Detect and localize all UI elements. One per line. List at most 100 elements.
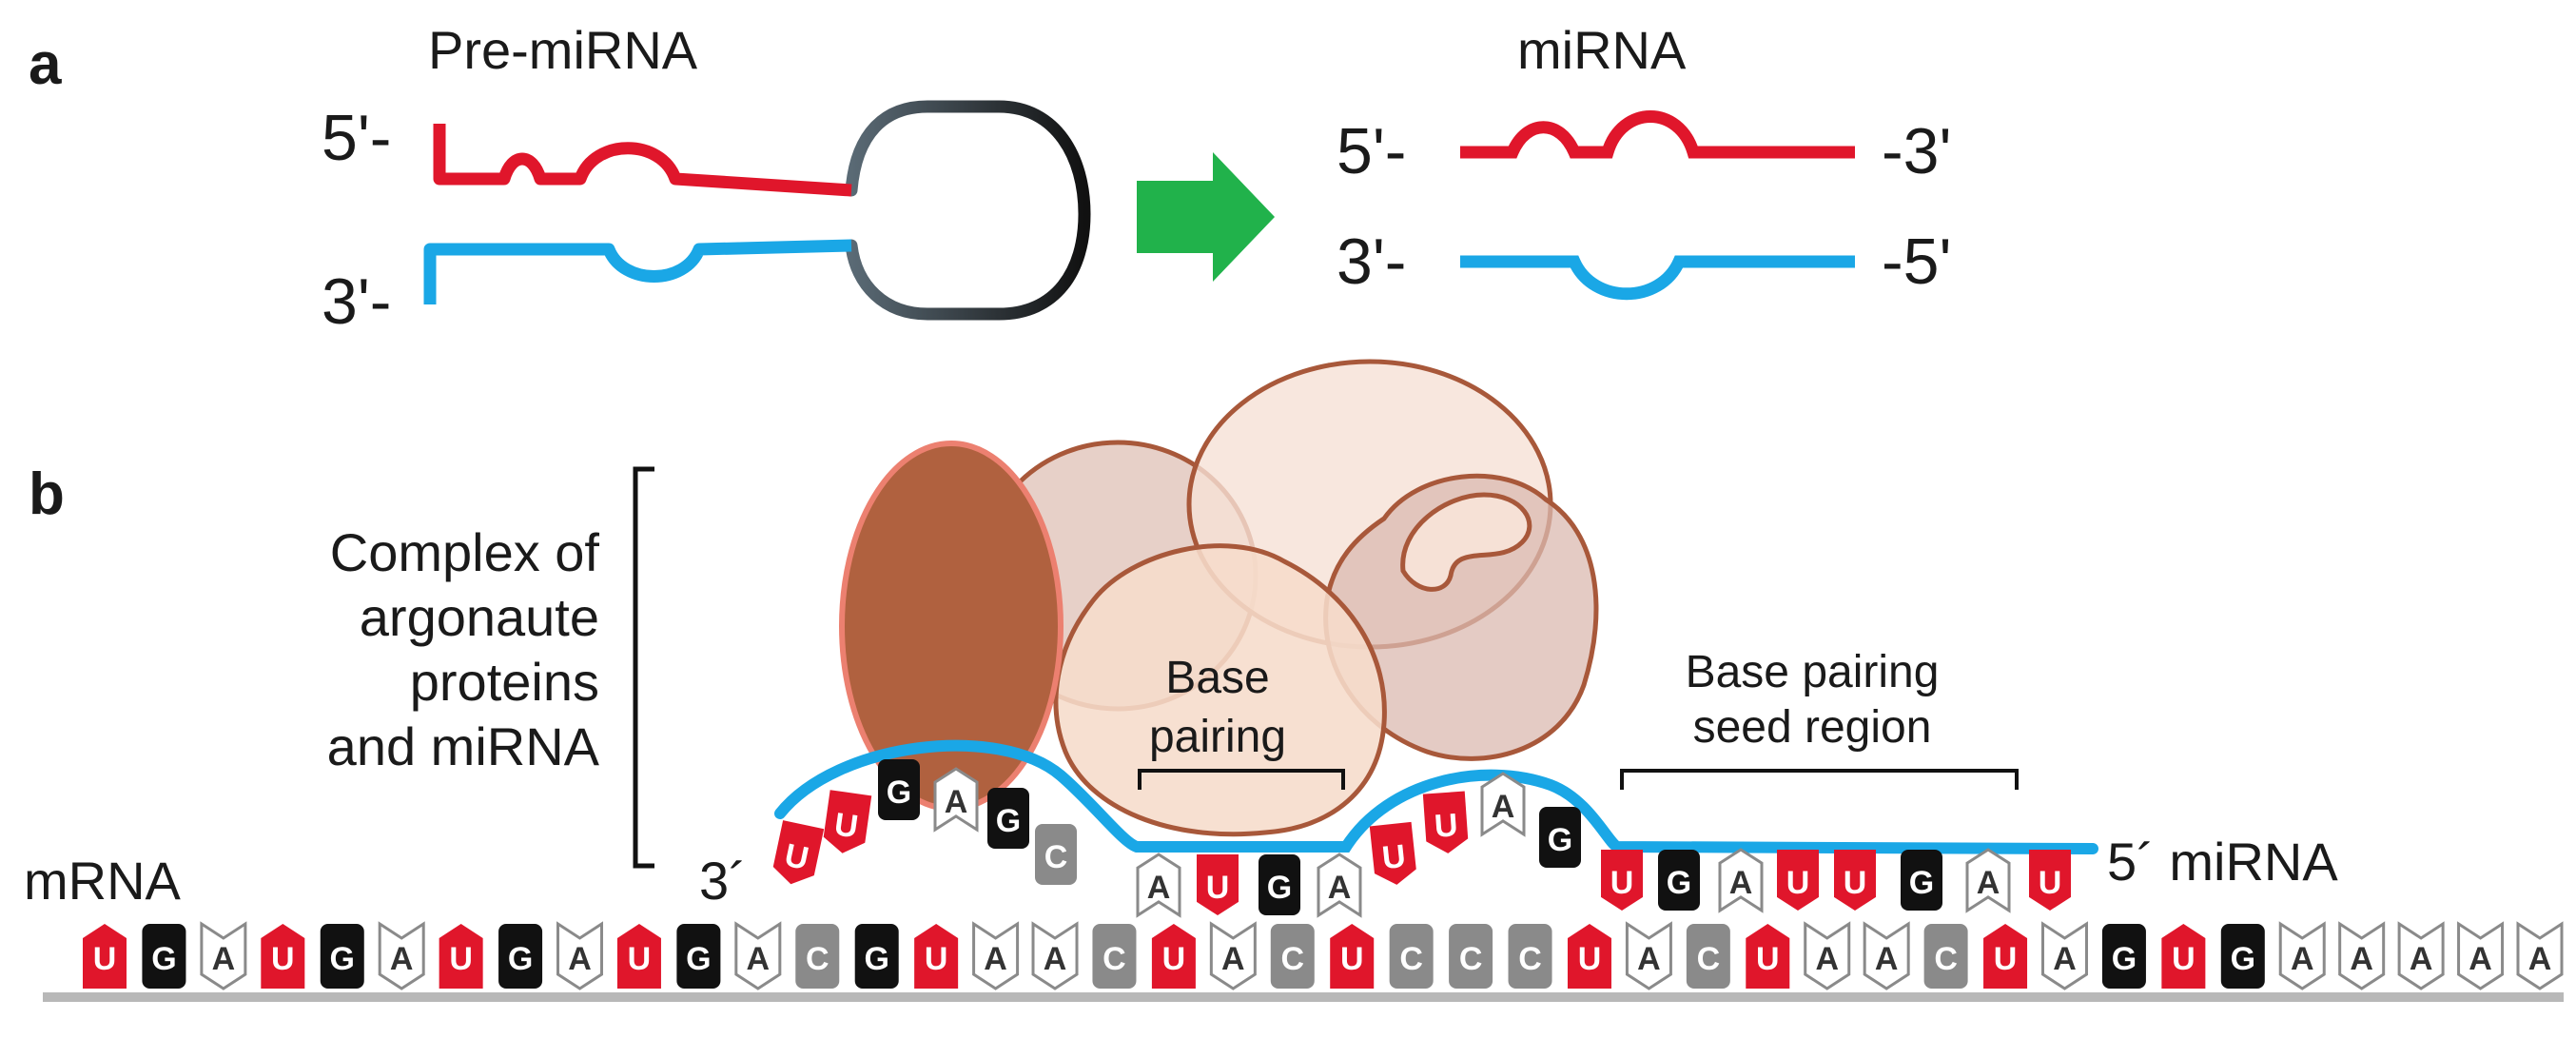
mrna-nucleotide: A — [1209, 921, 1257, 990]
pre-red-strand — [433, 124, 852, 197]
mirna-nucleotide: A — [1965, 848, 2011, 913]
seed-region-bracket — [1620, 769, 2019, 790]
svg-text:A: A — [1147, 870, 1171, 906]
mrna-label: mRNA — [24, 851, 182, 911]
mrna-nucleotide: A — [2338, 921, 2386, 990]
svg-text:U: U — [1380, 838, 1407, 876]
mirna-nucleotide: G — [1658, 850, 1700, 911]
svg-text:C: C — [1934, 941, 1958, 977]
mirna-five-prime-label: 5´ miRNA — [2107, 832, 2338, 892]
mat-five-prime-right: -5' — [1882, 225, 1951, 298]
pre-five-prime-label: 5'- — [322, 102, 391, 174]
svg-text:U: U — [1786, 865, 1810, 901]
protein-blob-6 — [1400, 492, 1532, 592]
mirna-nucleotide: G — [1901, 850, 1942, 911]
mrna-nucleotide: G — [320, 924, 364, 989]
mirna-nucleotide: U — [1834, 850, 1876, 911]
svg-text:C: C — [1399, 941, 1423, 977]
mirna-nucleotide: A — [1480, 772, 1526, 837]
svg-text:G: G — [1548, 822, 1572, 858]
mature-blue-strand — [1460, 255, 1855, 301]
seed-region-line-2: seed region — [1693, 702, 1932, 753]
mirna-nucleotide: C — [1035, 824, 1077, 885]
mrna-nucleotide: U — [2161, 924, 2206, 989]
mrna-nucleotide: U — [914, 924, 959, 989]
svg-text:U: U — [1610, 865, 1634, 901]
svg-text:A: A — [2469, 941, 2492, 977]
svg-text:C: C — [1518, 941, 1542, 977]
pre-mirna-title: Pre-miRNA — [428, 20, 698, 80]
complex-bracket — [633, 466, 654, 869]
mirna-nucleotide: A — [933, 767, 979, 833]
svg-text:G: G — [151, 941, 176, 977]
svg-text:C: C — [1697, 941, 1721, 977]
complex-label-line-1: Complex of — [330, 522, 600, 582]
maturation-arrow — [1137, 152, 1275, 282]
svg-text:U: U — [628, 941, 652, 977]
seed-region-line-1: Base pairing — [1686, 647, 1940, 697]
svg-text:G: G — [1667, 865, 1691, 901]
mrna-nucleotide: A — [378, 921, 425, 990]
mrna-nucleotide: C — [795, 924, 840, 989]
svg-text:G: G — [1909, 865, 1934, 901]
svg-text:A: A — [1729, 865, 1753, 901]
svg-text:U: U — [271, 941, 295, 977]
mrna-nucleotide: C — [1389, 924, 1434, 989]
mrna-nucleotide: U — [1983, 924, 2028, 989]
mrna-nucleotide: C — [1923, 924, 1968, 989]
base-pairing-line-2: pairing — [1149, 712, 1286, 762]
mrna-nucleotide: A — [734, 921, 782, 990]
mrna-nucleotide: U — [616, 924, 661, 989]
mrna-nucleotide: C — [1270, 924, 1315, 989]
mrna-nucleotide: U — [439, 924, 483, 989]
svg-text:U: U — [1434, 807, 1459, 845]
svg-text:U: U — [832, 806, 861, 845]
mrna-nucleotide: A — [1804, 921, 1851, 990]
mrna-nucleotide: U — [83, 924, 127, 989]
mirna-nucleotide: A — [1136, 853, 1181, 918]
pre-three-prime-label: 3'- — [322, 265, 391, 338]
mirna-nucleotide: U — [1777, 850, 1819, 911]
mrna-nucleotide: C — [1508, 924, 1552, 989]
svg-text:G: G — [887, 774, 911, 811]
mrna-nucleotide: U — [1151, 924, 1196, 989]
svg-text:G: G — [2231, 941, 2255, 977]
svg-text:U: U — [925, 941, 948, 977]
svg-text:G: G — [508, 941, 533, 977]
mirna-nucleotide: U — [823, 790, 872, 853]
svg-text:C: C — [1459, 941, 1483, 977]
mrna-nucleotide: A — [2516, 921, 2564, 990]
mirna-nucleotide: G — [878, 759, 920, 820]
svg-text:A: A — [2350, 941, 2373, 977]
svg-text:C: C — [1044, 839, 1068, 875]
mrna-nucleotide: C — [1686, 924, 1730, 989]
mrna-nucleotide: A — [556, 921, 604, 990]
mrna-backbone — [43, 992, 2564, 1002]
svg-text:A: A — [984, 941, 1007, 977]
mirna-nucleotide: G — [1259, 854, 1300, 915]
mature-red-strand — [1460, 110, 1855, 159]
svg-text:G: G — [2112, 941, 2137, 977]
mrna-nucleotide: A — [1625, 921, 1672, 990]
mrna-nucleotide: A — [200, 921, 247, 990]
mirna-nucleotide: G — [987, 788, 1029, 849]
svg-text:A: A — [1977, 865, 2000, 901]
mirna-nucleotide: A — [1317, 853, 1362, 918]
svg-text:A: A — [212, 941, 236, 977]
mrna-nucleotide: A — [2040, 921, 2088, 990]
svg-text:A: A — [2053, 941, 2077, 977]
svg-text:A: A — [568, 941, 592, 977]
argonaute-complex — [839, 359, 1599, 837]
svg-text:A: A — [2410, 941, 2433, 977]
mat-three-prime-right: -3' — [1882, 115, 1951, 187]
svg-text:U: U — [93, 941, 117, 977]
mrna-nucleotide: G — [676, 924, 721, 989]
mirna-nucleotide: A — [1718, 848, 1764, 913]
mat-three-prime-left: 3'- — [1337, 225, 1406, 298]
mrna-nucleotide: A — [2397, 921, 2445, 990]
svg-text:A: A — [2291, 941, 2314, 977]
three-prime-label: 3´ — [699, 851, 747, 911]
svg-text:U: U — [1578, 941, 1602, 977]
svg-text:A: A — [1492, 789, 1515, 825]
